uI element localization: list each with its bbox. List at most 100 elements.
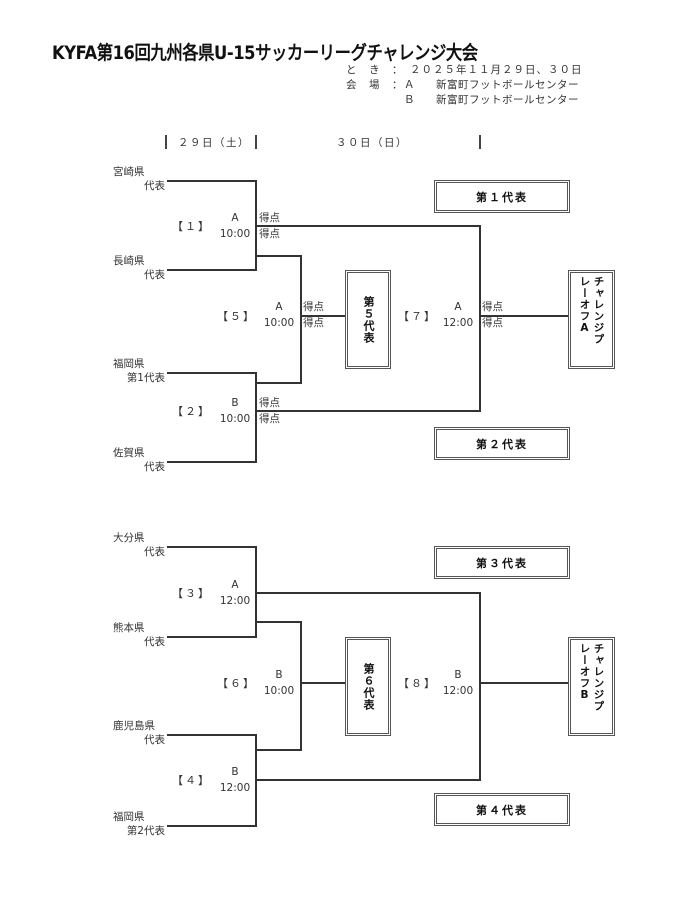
- team-miyazaki: 宮崎県 代表: [113, 165, 165, 193]
- playoff-b-col2: レーオフB: [578, 643, 591, 702]
- match-1-number: 【１】: [172, 220, 211, 233]
- match-7-scores: 得点 得点: [482, 299, 503, 331]
- rep-2-label: 第２代表: [476, 437, 528, 451]
- rep-4-box: 第４代表: [434, 793, 570, 826]
- team-saga: 佐賀県 代表: [113, 446, 165, 474]
- rep-1-label: 第１代表: [476, 190, 528, 204]
- playoff-a-text: チャレンジプレーオフA: [578, 276, 606, 345]
- playoff-a-col2: レーオフA: [578, 276, 591, 335]
- match-2-number: 【２】: [172, 405, 211, 418]
- match-4-info: B 12:00: [218, 764, 252, 796]
- team-label: 代表: [144, 461, 165, 473]
- match-6-number: 【６】: [217, 677, 256, 690]
- score-label: 得点: [259, 413, 280, 425]
- match-7-number: 【７】: [398, 310, 437, 323]
- team-fukuoka-1: 福岡県 第1代表: [113, 357, 165, 385]
- team-label: 代表: [144, 546, 165, 558]
- match-2-scores: 得点 得点: [259, 395, 280, 427]
- team-pref: 大分県: [113, 532, 145, 544]
- day-divider: [479, 135, 481, 149]
- match-venue: B: [454, 669, 462, 681]
- team-label: 第1代表: [126, 372, 165, 384]
- team-label: 代表: [144, 269, 165, 281]
- match-3-number: 【３】: [172, 587, 211, 600]
- rep-4-label: 第４代表: [476, 803, 528, 817]
- match-8-number: 【８】: [398, 677, 437, 690]
- match-venue: A: [231, 212, 239, 224]
- playoff-a-box: チャレンジプレーオフA: [568, 270, 615, 369]
- match-1-info: A 10:00: [218, 210, 252, 242]
- day-divider: [165, 135, 167, 149]
- team-label: 代表: [144, 180, 165, 192]
- team-pref: 佐賀県: [113, 447, 145, 459]
- rep-5-box: 第５代表: [345, 270, 391, 369]
- match-4-number: 【４】: [172, 774, 211, 787]
- match-6-info: B 10:00: [262, 667, 296, 699]
- page-title: KYFA第16回九州各県U-15サッカーリーグチャレンジ大会: [52, 42, 478, 64]
- team-nagasaki: 長崎県 代表: [113, 254, 165, 282]
- venue-label: 会 場: [346, 79, 381, 91]
- venue-b-name: 新富町フットボールセンター: [436, 94, 579, 106]
- date-label: と き: [346, 64, 381, 76]
- venue-b-code: Ｂ: [404, 94, 416, 106]
- team-pref: 鹿児島県: [113, 720, 155, 732]
- team-fukuoka-2: 福岡県 第2代表: [113, 810, 165, 838]
- score-label: 得点: [303, 301, 324, 313]
- match-time: 10:00: [263, 685, 295, 697]
- team-label: 第2代表: [126, 825, 165, 837]
- rep-1-box: 第１代表: [434, 180, 570, 213]
- playoff-a-col1: チャレンジプ: [592, 276, 605, 345]
- team-pref: 福岡県: [113, 358, 145, 370]
- day-divider: [255, 135, 257, 149]
- day2-header: ３０日（日）: [336, 137, 408, 149]
- score-label: 得点: [259, 397, 280, 409]
- match-time: 10:00: [263, 317, 295, 329]
- match-venue: B: [231, 397, 239, 409]
- rep-3-label: 第３代表: [476, 556, 528, 570]
- match-7-info: A 12:00: [441, 299, 475, 331]
- rep-6-label: 第６代表: [362, 662, 375, 711]
- match-venue: A: [231, 579, 239, 591]
- team-pref: 福岡県: [113, 811, 145, 823]
- team-pref: 宮崎県: [113, 166, 145, 178]
- match-time: 10:00: [219, 228, 251, 240]
- match-venue: A: [275, 301, 283, 313]
- playoff-b-col1: チャレンジプ: [592, 643, 605, 712]
- score-label: 得点: [482, 301, 503, 313]
- team-pref: 熊本県: [113, 622, 145, 634]
- match-5-scores: 得点 得点: [303, 299, 324, 331]
- match-time: 12:00: [219, 595, 251, 607]
- match-time: 12:00: [219, 782, 251, 794]
- match-3-info: A 12:00: [218, 577, 252, 609]
- match-5-number: 【５】: [217, 310, 256, 323]
- score-label: 得点: [259, 212, 280, 224]
- match-2-info: B 10:00: [218, 395, 252, 427]
- match-5-info: A 10:00: [262, 299, 296, 331]
- rep-5-label: 第５代表: [362, 295, 375, 344]
- team-pref: 長崎県: [113, 255, 145, 267]
- venue-a-code: Ａ: [404, 79, 416, 91]
- venue-a-name: 新富町フットボールセンター: [436, 79, 579, 91]
- day1-header: ２９日（土）: [178, 137, 250, 149]
- team-label: 代表: [144, 636, 165, 648]
- score-label: 得点: [303, 317, 324, 329]
- team-kumamoto: 熊本県 代表: [113, 621, 165, 649]
- venue-colon: ：: [392, 79, 404, 91]
- rep-6-box: 第６代表: [345, 637, 391, 736]
- match-time: 12:00: [442, 685, 474, 697]
- match-8-info: B 12:00: [441, 667, 475, 699]
- team-label: 代表: [144, 734, 165, 746]
- score-label: 得点: [482, 317, 503, 329]
- score-label: 得点: [259, 228, 280, 240]
- playoff-b-box: チャレンジプレーオフB: [568, 637, 615, 736]
- match-time: 12:00: [442, 317, 474, 329]
- match-time: 10:00: [219, 413, 251, 425]
- playoff-b-text: チャレンジプレーオフB: [578, 643, 606, 712]
- team-oita: 大分県 代表: [113, 531, 165, 559]
- match-venue: B: [231, 766, 239, 778]
- match-venue: A: [454, 301, 462, 313]
- rep-3-box: 第３代表: [434, 546, 570, 579]
- date-colon: ：: [392, 64, 404, 76]
- date-value: ２０２５年１１月２９日、３０日: [410, 64, 583, 76]
